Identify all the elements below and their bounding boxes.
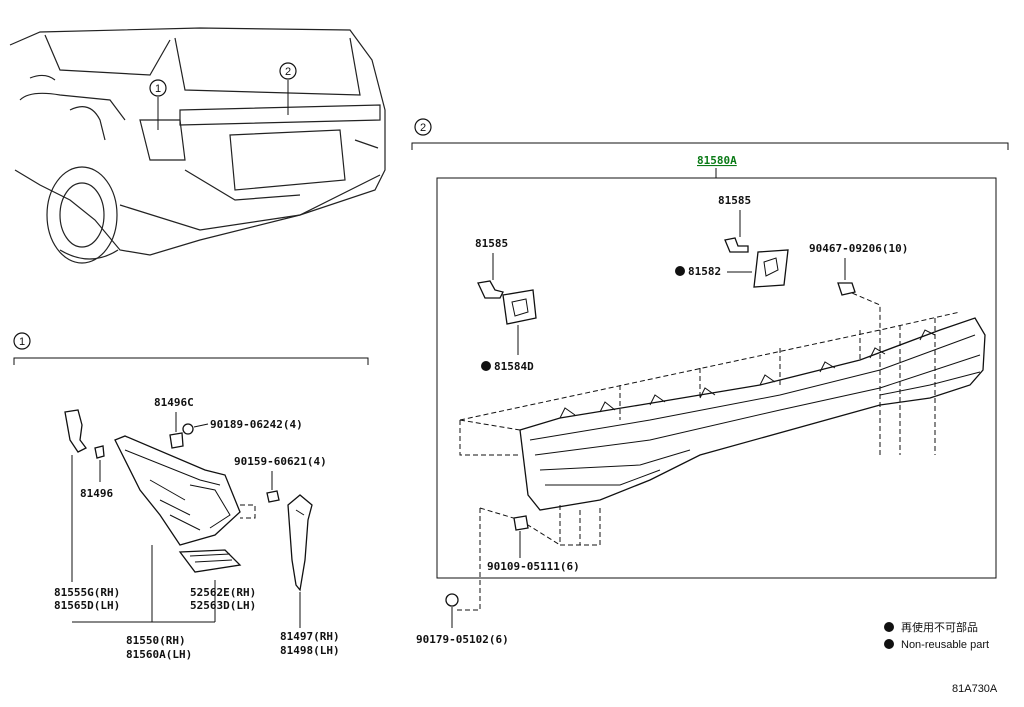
bulb-part: 81496 bbox=[80, 445, 113, 500]
figure-reference: 81A730A bbox=[952, 683, 998, 695]
pad-left: 81584D bbox=[481, 289, 537, 373]
pad-upper-label: 81582 bbox=[688, 265, 721, 278]
callout-2-car: 2 bbox=[279, 62, 297, 115]
bracket-upper-label: 81585 bbox=[718, 194, 751, 207]
lamp-lh-label: 81560A(LH) bbox=[126, 648, 192, 661]
lamp-rh-label: 81550(RH) bbox=[126, 634, 186, 647]
screw-1: 90189-06242(4) bbox=[182, 418, 303, 435]
legend-jp: 再使用不可部品 bbox=[901, 620, 978, 634]
legend-en: Non-reusable part bbox=[901, 639, 989, 651]
bracket-rh-label: 52562E(RH) bbox=[190, 586, 256, 599]
section-1-number: 1 bbox=[19, 336, 25, 348]
seal-part: 81497(RH) 81498(LH) bbox=[280, 494, 340, 657]
screw-lower: 90109-05111(6) bbox=[487, 515, 580, 573]
screw-lower-label: 90109-05111(6) bbox=[487, 560, 580, 573]
section-2-number: 2 bbox=[420, 122, 426, 134]
screw-outside: 90179-05102(6) bbox=[416, 593, 509, 646]
main-part-label: 81580A bbox=[697, 154, 737, 167]
socket-lh-label: 81565D(LH) bbox=[54, 599, 120, 612]
seal-lh-label: 81498(LH) bbox=[280, 644, 340, 657]
screw-2: 90159-60621(4) bbox=[234, 455, 327, 519]
callout-1-car: 1 bbox=[149, 79, 167, 130]
clip-top-label: 90467-09206(10) bbox=[809, 242, 908, 255]
bulb-label: 81496 bbox=[80, 487, 113, 500]
section-1-header: 1 bbox=[13, 332, 369, 365]
callout-1-car-number: 1 bbox=[155, 83, 161, 95]
screw-outside-label: 90179-05102(6) bbox=[416, 633, 509, 646]
seal-rh-label: 81497(RH) bbox=[280, 630, 340, 643]
section-2-header: 2 bbox=[411, 118, 1009, 150]
socket-rh-label: 81555G(RH) bbox=[54, 586, 120, 599]
bracket-lamp: 52562E(RH) 52563D(LH) bbox=[178, 549, 256, 612]
socket-c: 81496C bbox=[154, 396, 194, 449]
pad-upper: 81582 bbox=[675, 249, 789, 288]
clip-top: 90467-09206(10) bbox=[809, 242, 908, 296]
garnish-part bbox=[519, 317, 986, 511]
socket-part: 81555G(RH) 81565D(LH) bbox=[54, 409, 120, 612]
screw-1-label: 90189-06242(4) bbox=[210, 418, 303, 431]
bracket-left: 81585 bbox=[475, 237, 508, 299]
screw-2-label: 90159-60621(4) bbox=[234, 455, 327, 468]
projection-lines bbox=[455, 289, 961, 611]
bracket-lh-label: 52563D(LH) bbox=[190, 599, 256, 612]
lamp-body: 81550(RH) 81560A(LH) bbox=[72, 435, 241, 661]
vehicle-illustration bbox=[9, 27, 386, 264]
bracket-left-label: 81585 bbox=[475, 237, 508, 250]
socket-c-label: 81496C bbox=[154, 396, 194, 409]
callout-2-car-number: 2 bbox=[285, 66, 291, 78]
bracket-upper: 81585 bbox=[718, 194, 751, 253]
legend: 再使用不可部品 Non-reusable part bbox=[884, 620, 989, 651]
pad-left-label: 81584D bbox=[494, 360, 534, 373]
assembly-box: 81580A bbox=[436, 154, 997, 579]
